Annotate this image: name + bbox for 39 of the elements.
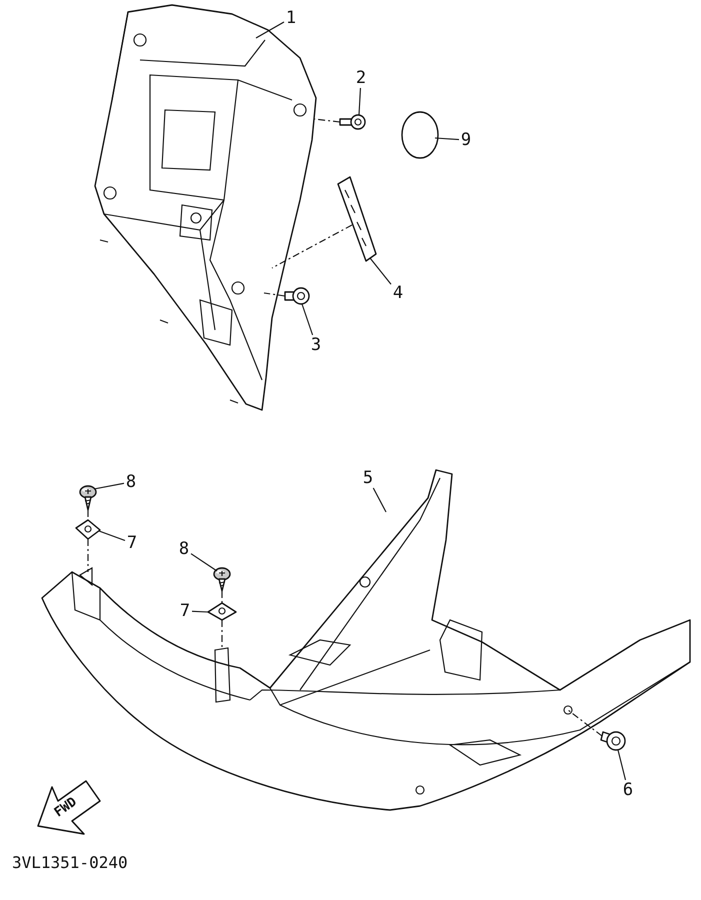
- assembly-line: [221, 591, 223, 603]
- callout-number: 7: [178, 601, 192, 621]
- assembly-line: [314, 118, 340, 123]
- assembly-line: [568, 710, 602, 736]
- leader-line: [192, 610, 208, 613]
- drawing-code: 3VL1351-0240: [12, 853, 128, 872]
- callout-number: 8: [124, 472, 138, 492]
- assembly-line: [221, 620, 223, 650]
- leader-line: [94, 482, 124, 490]
- clip-nut-drawing: [75, 519, 101, 541]
- leader-line: [256, 22, 284, 38]
- callout-number: 8: [177, 539, 191, 559]
- callout-number: 7: [125, 533, 139, 553]
- plate-drawing: [335, 175, 378, 263]
- clip-nut-drawing: [207, 602, 237, 622]
- assembly-line: [87, 510, 89, 520]
- leader-line: [370, 258, 392, 285]
- callout-number: 5: [361, 468, 375, 488]
- callout-number: 1: [284, 8, 298, 28]
- assembly-line: [264, 292, 286, 297]
- callout-number: 9: [459, 130, 473, 150]
- screw-drawing: [212, 565, 233, 592]
- leader-line: [617, 750, 626, 780]
- leader-line: [434, 137, 460, 140]
- assembly-line: [87, 539, 89, 572]
- callout-number: 6: [621, 780, 635, 800]
- assembly-line: [272, 224, 352, 268]
- direction-label: FWD: [52, 794, 80, 820]
- leader-line: [372, 488, 386, 512]
- leader-line: [358, 88, 361, 116]
- callout-number: 4: [391, 283, 405, 303]
- callout-number: 2: [354, 68, 368, 88]
- plug-drawing: [401, 111, 439, 159]
- leader-line: [190, 553, 218, 572]
- screw-drawing: [283, 285, 311, 307]
- leader-line: [98, 530, 126, 541]
- callout-number: 3: [309, 335, 323, 355]
- leader-line: [301, 304, 314, 336]
- screw-drawing: [79, 483, 99, 511]
